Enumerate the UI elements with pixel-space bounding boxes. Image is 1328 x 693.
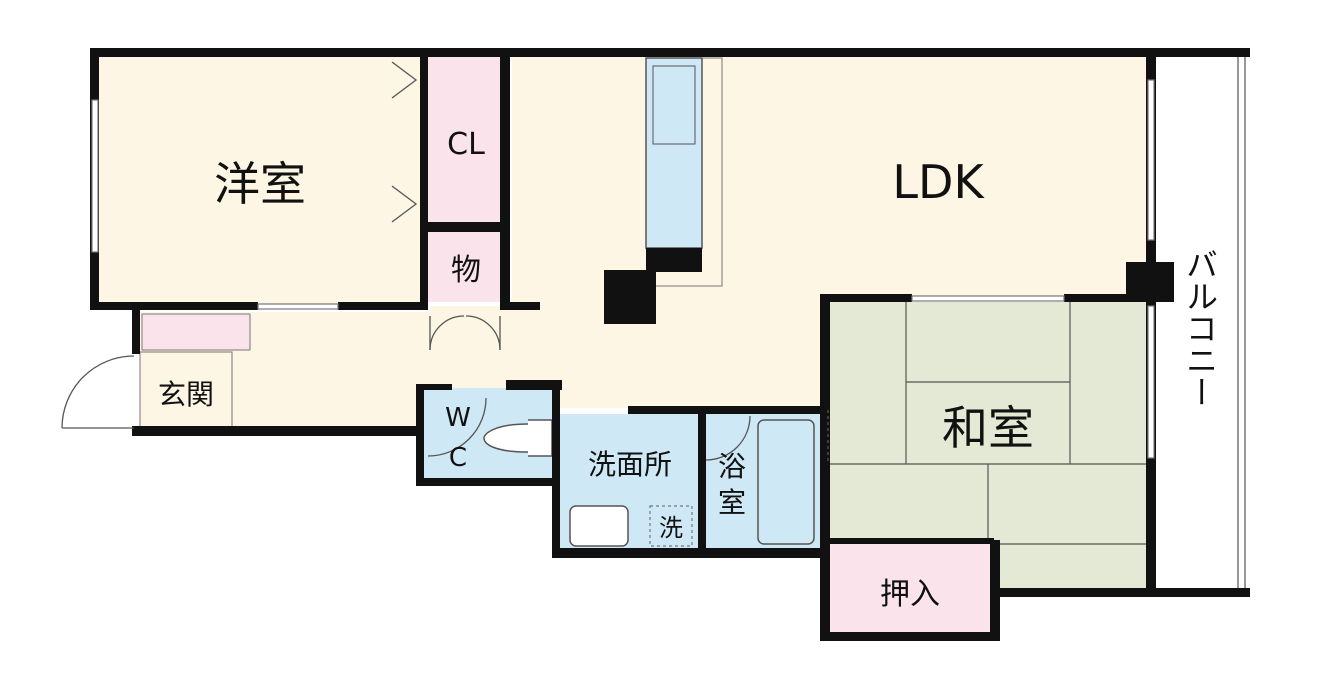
storage-room — [428, 232, 504, 302]
washer-label: 洗 — [659, 514, 683, 542]
kitchen-sink — [652, 65, 696, 145]
balcony-area — [1154, 55, 1246, 595]
wash-basin — [569, 505, 629, 547]
oshiire — [828, 544, 994, 634]
bath-label-1: 浴 — [718, 450, 746, 483]
entrance-label: 玄関 — [158, 378, 214, 411]
windows — [91, 79, 1155, 459]
washer-space — [649, 505, 693, 547]
shoe-cabinet — [141, 313, 251, 351]
doors — [61, 61, 829, 464]
japanese-room-label: 和室 — [942, 401, 1034, 455]
wc-label-c: C — [449, 443, 467, 473]
kitchen-outline — [654, 57, 723, 287]
oshiire-label: 押入 — [880, 577, 940, 612]
bath-label-2: 室 — [718, 486, 746, 519]
balcony-label: バルコニー — [1181, 248, 1219, 408]
closet-label: CL — [447, 127, 485, 162]
western-room — [98, 56, 420, 306]
tatami-lines — [828, 302, 1146, 545]
ldk-label: LDK — [892, 155, 985, 209]
japanese-room — [828, 302, 1146, 590]
washroom-label: 洗面所 — [588, 448, 672, 481]
wc-label-w: W — [445, 403, 471, 433]
western-room-label: 洋室 — [214, 157, 306, 211]
storage-label: 物 — [451, 253, 481, 288]
column — [604, 270, 656, 324]
column — [646, 248, 702, 272]
bathtub — [757, 419, 815, 545]
closet — [428, 56, 504, 222]
